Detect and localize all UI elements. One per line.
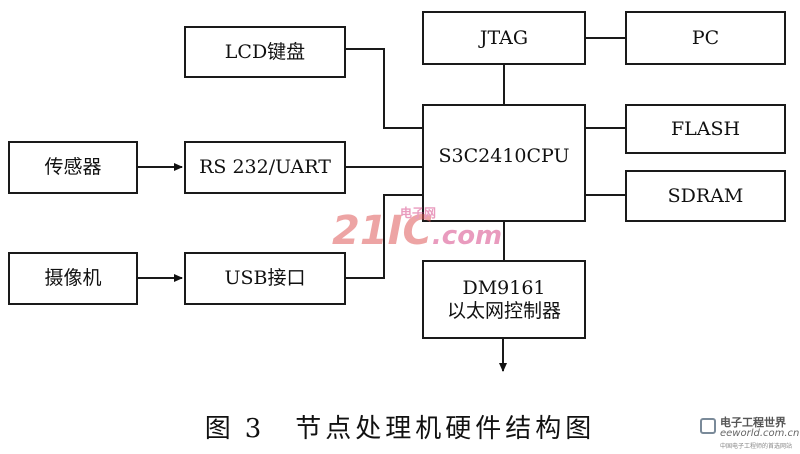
- node-cpu: S3C2410CPU: [422, 104, 586, 222]
- wire-usb-cpu: [346, 194, 422, 279]
- node-dm9161: DM9161 以太网控制器: [422, 260, 586, 339]
- node-camera: 摄像机: [8, 252, 138, 305]
- wire-lcd-cpu: [346, 48, 422, 129]
- node-rs232-uart: RS 232/UART: [184, 141, 346, 194]
- node-lcd-keyboard: LCD键盘: [184, 26, 346, 78]
- watermark-21ic: 21IC.com 电子网: [332, 206, 503, 254]
- node-pc: PC: [625, 11, 786, 65]
- eeworld-logo: 电子工程世界 eeworld.com.cn 中国电子工程师的首选网站: [700, 412, 799, 452]
- node-jtag: JTAG: [422, 11, 586, 65]
- node-sdram: SDRAM: [625, 170, 786, 222]
- node-flash: FLASH: [625, 104, 786, 154]
- node-usb-interface: USB接口: [184, 252, 346, 305]
- logo-mark-icon: [700, 418, 716, 434]
- node-sensor: 传感器: [8, 141, 138, 194]
